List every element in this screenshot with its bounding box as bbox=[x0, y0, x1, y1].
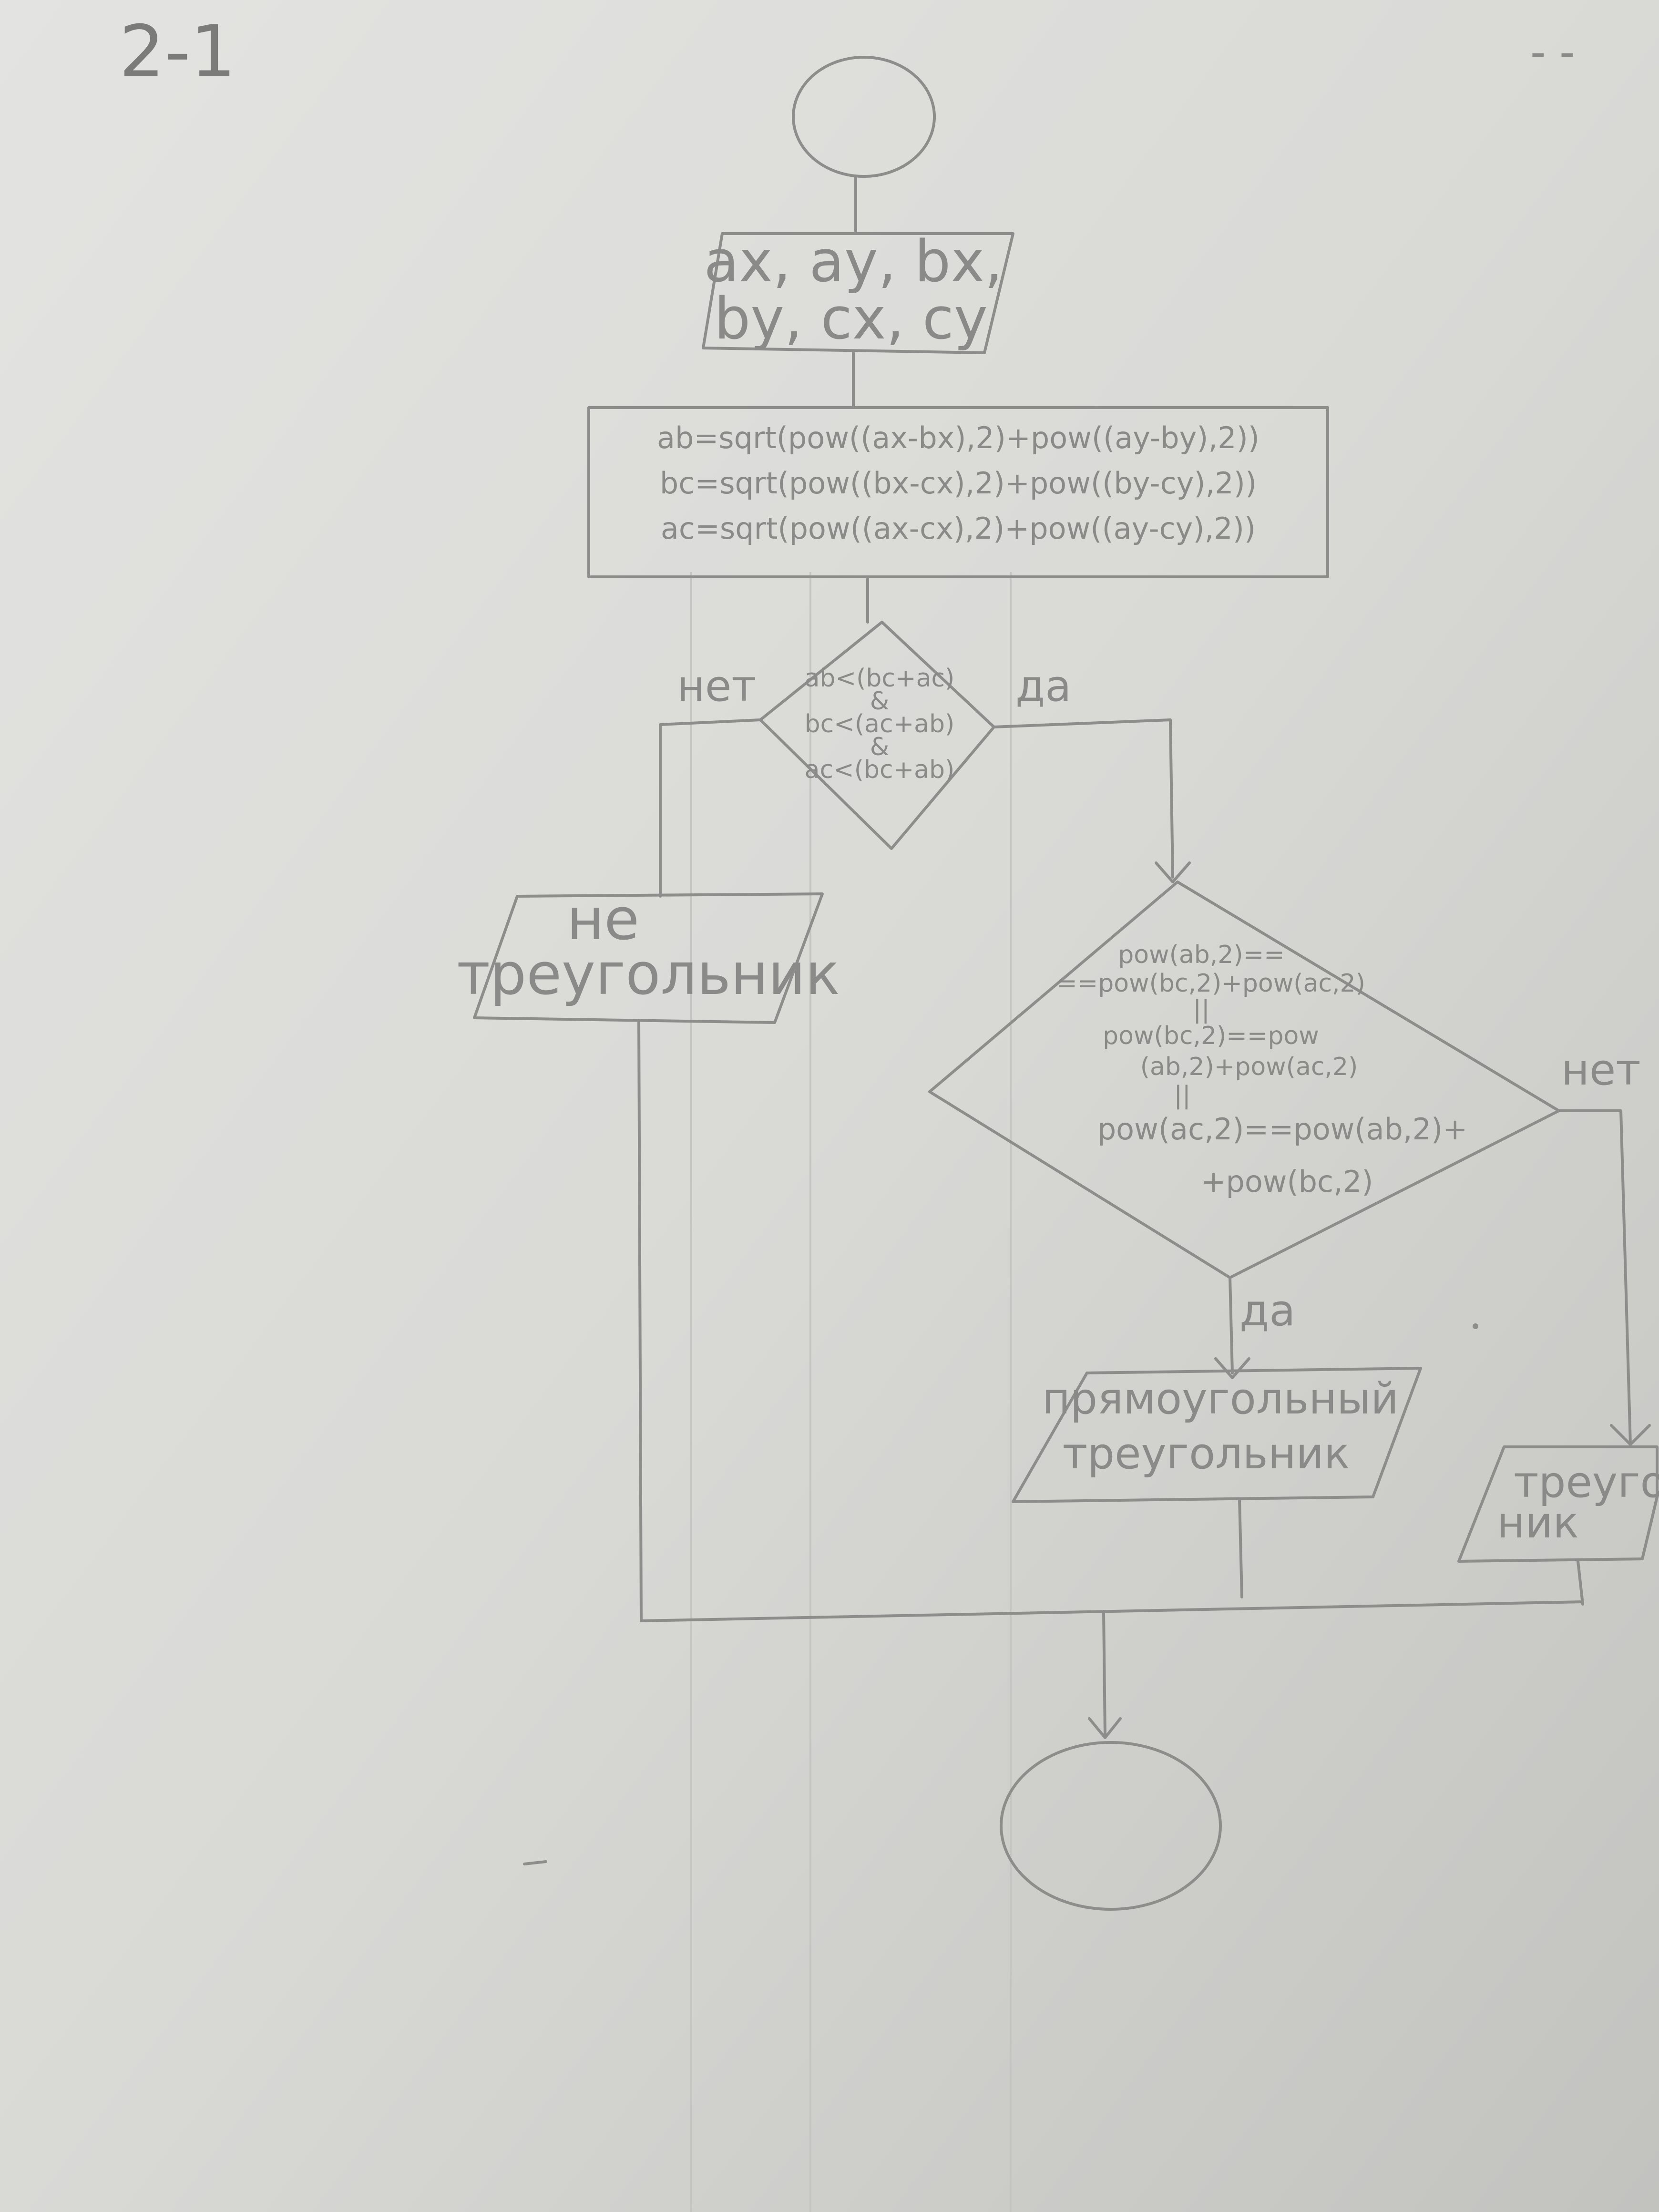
decision1-op-2: & bbox=[870, 733, 890, 761]
triangle-line-1: треуголь bbox=[1514, 1457, 1659, 1507]
process-line-1: ab=sqrt(pow((ax-bx),2)+pow((ay-by),2)) bbox=[657, 420, 1260, 455]
arrow-head bbox=[1214, 1357, 1250, 1379]
decision2-op-1: || bbox=[1193, 995, 1209, 1024]
arrow-head bbox=[1088, 1717, 1122, 1739]
decision-triangle-check bbox=[759, 621, 995, 850]
arrow-head bbox=[1155, 861, 1191, 883]
merge-line-left bbox=[637, 1019, 643, 1622]
input-parallelogram bbox=[702, 232, 1014, 354]
decision2-yes-label: да bbox=[1239, 1286, 1295, 1336]
decision2-line-6: +pow(bc,2) bbox=[1201, 1164, 1373, 1199]
yes-branch-line bbox=[993, 718, 1174, 879]
pencil-dot bbox=[1473, 1323, 1478, 1329]
connector-line bbox=[1102, 1610, 1106, 1737]
decision2-line-1: pow(ab,2)== bbox=[1118, 941, 1285, 969]
decision2-line-4: (ab,2)+pow(ac,2) bbox=[1140, 1053, 1358, 1081]
decision1-line-3: ac<(bc+ab) bbox=[805, 756, 955, 784]
decision2-no-label: нет bbox=[1561, 1045, 1641, 1095]
corner-mark: - - bbox=[1530, 27, 1575, 77]
decision2-line-3: pow(bc,2)==pow bbox=[1103, 1022, 1319, 1050]
pencil-mark bbox=[523, 1860, 547, 1865]
merge-line-middle bbox=[1238, 1498, 1243, 1598]
decision1-line-2: bc<(ac+ab) bbox=[805, 710, 955, 738]
right-triangle-line-2: треугольник bbox=[1063, 1429, 1350, 1479]
page-label: 2-1 bbox=[119, 10, 236, 93]
process-line-3: ac=sqrt(pow((ax-cx),2)+pow((ay-cy),2)) bbox=[661, 511, 1256, 546]
arrow-head bbox=[1610, 1424, 1651, 1446]
decision1-line-1: ab<(bc+ac) bbox=[805, 664, 955, 693]
decision2-op-2: || bbox=[1174, 1081, 1190, 1110]
yes-branch-line-2 bbox=[1229, 1276, 1234, 1374]
start-terminal bbox=[792, 56, 936, 178]
decision1-no-label: нет bbox=[677, 661, 757, 711]
process-rectangle bbox=[587, 406, 1329, 578]
decision1-yes-label: да bbox=[1015, 661, 1071, 711]
end-terminal bbox=[1000, 1741, 1222, 1911]
decision2-line-5: pow(ac,2)==pow(ab,2)+ bbox=[1097, 1112, 1467, 1147]
right-triangle-line-1: прямоугольный bbox=[1042, 1374, 1399, 1424]
triangle-line-2: ник bbox=[1497, 1498, 1579, 1548]
decision2-line-2: ==pow(bc,2)+pow(ac,2) bbox=[1056, 969, 1365, 998]
decision1-op-1: & bbox=[870, 687, 890, 716]
process-line-2: bc=sqrt(pow((bx-cx),2)+pow((by-cy),2)) bbox=[660, 466, 1257, 501]
input-line-1: ax, ay, bx, bbox=[704, 229, 1003, 295]
no-branch-line-2 bbox=[1557, 1109, 1632, 1446]
input-line-2: by, cx, cy bbox=[714, 286, 988, 352]
not-triangle-line-1: не bbox=[567, 887, 639, 953]
not-triangle-line-2: треугольник bbox=[457, 942, 840, 1008]
no-branch-line bbox=[659, 718, 762, 898]
merge-line-right bbox=[1577, 1560, 1584, 1606]
output-triangle bbox=[1457, 1445, 1659, 1563]
output-not-triangle bbox=[473, 892, 824, 1024]
output-right-triangle bbox=[1012, 1367, 1422, 1503]
merge-line-bottom bbox=[640, 1600, 1584, 1622]
